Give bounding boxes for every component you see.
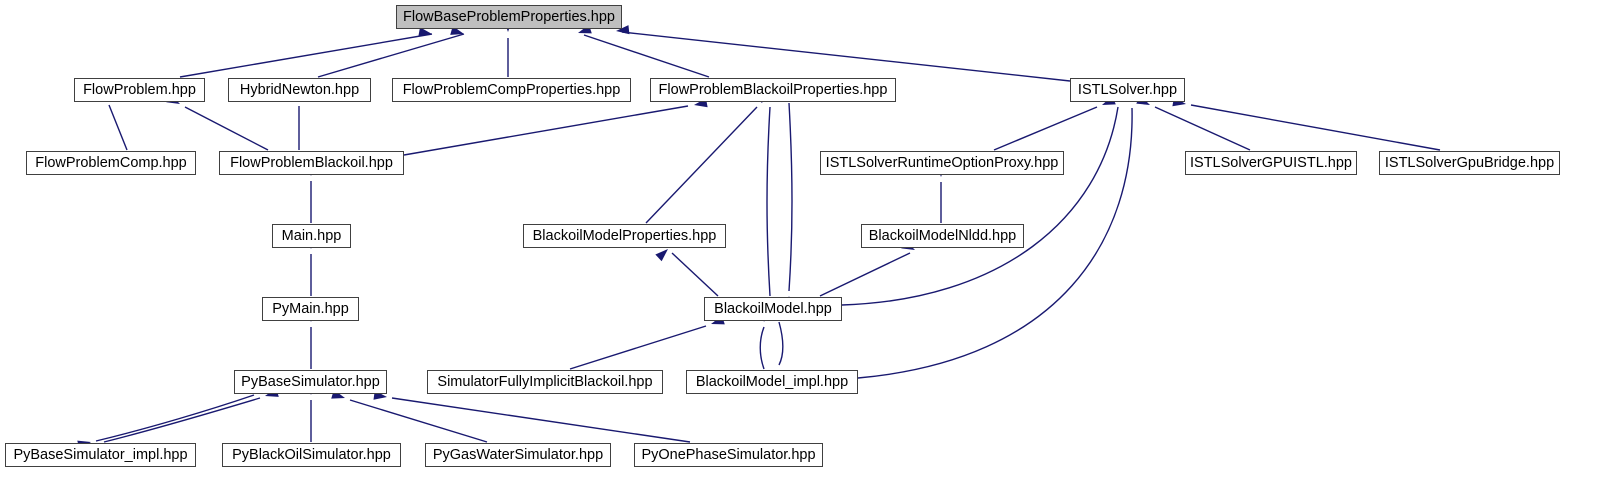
graph-edge-flowproblemblackoilproperties-to-flowbaseproblemproperties	[583, 34, 710, 78]
graph-node-pyblackoilsimulator[interactable]: PyBlackOilSimulator.hpp	[222, 443, 401, 467]
graph-node-label: FlowProblem.hpp	[83, 81, 196, 98]
graph-node-label: ISTLSolverGPUISTL.hpp	[1190, 154, 1352, 171]
graph-edge-pyonephasesimulator-to-pybasesimulator	[391, 397, 691, 443]
graph-arrowhead-flowproblem-to-flowbaseproblemproperties	[418, 27, 432, 37]
graph-edge-hybridnewton-to-flowbaseproblemproperties	[317, 33, 465, 78]
graph-node-istlsolvergpubridge[interactable]: ISTLSolverGpuBridge.hpp	[1379, 151, 1560, 175]
graph-edge-simulatorfullyimplicitblackoil-to-blackoilmodel	[569, 325, 707, 370]
graph-node-istlsolvergpuistl[interactable]: ISTLSolverGPUISTL.hpp	[1185, 151, 1357, 175]
graph-node-flowproblem[interactable]: FlowProblem.hpp	[74, 78, 205, 102]
graph-edge-blackoilmodel_impl-to-istlsolver	[857, 107, 1133, 379]
graph-edge-pybasesimulator-to-pybasesimulator_impl	[95, 394, 255, 442]
graph-node-label: Main.hpp	[281, 227, 342, 244]
graph-edge-blackoilmodel-to-blackoilmodelnldd	[819, 252, 911, 297]
graph-node-label: PyBaseSimulator_impl.hpp	[13, 446, 188, 463]
graph-node-pybasesimulator[interactable]: PyBaseSimulator.hpp	[234, 370, 387, 394]
graph-edge-flowproblem-to-flowbaseproblemproperties	[179, 33, 433, 78]
graph-node-label: FlowProblemComp.hpp	[35, 154, 187, 171]
graph-node-blackoilmodel_impl[interactable]: BlackoilModel_impl.hpp	[686, 370, 858, 394]
graph-edge-blackoilmodel-to-blackoilmodelproperties	[671, 252, 719, 297]
graph-node-flowproblemblackoil[interactable]: FlowProblemBlackoil.hpp	[219, 151, 404, 175]
graph-node-label: BlackoilModel.hpp	[714, 300, 832, 317]
graph-arrowhead-blackoilmodel-to-blackoilmodelproperties	[655, 249, 668, 262]
graph-edge-flowproblemblackoil-to-flowproblemblackoilproperties	[403, 105, 689, 156]
graph-node-blackoilmodelnldd[interactable]: BlackoilModelNldd.hpp	[861, 224, 1024, 248]
graph-edge-istlsolvergpubridge-to-istlsolver	[1190, 104, 1441, 151]
graph-edge-pybasesimulator_impl-to-pybasesimulator	[103, 397, 261, 443]
graph-edge-pygaswatersimulator-to-pybasesimulator	[349, 399, 488, 443]
graph-node-label: SimulatorFullyImplicitBlackoil.hpp	[437, 373, 653, 390]
graph-edge-flowproblemblackoilproperties-to-blackoilmodel	[788, 102, 793, 292]
graph-node-label: PyBlackOilSimulator.hpp	[232, 446, 391, 463]
graph-node-pygaswatersimulator[interactable]: PyGasWaterSimulator.hpp	[425, 443, 611, 467]
graph-node-label: BlackoilModel_impl.hpp	[695, 373, 849, 390]
graph-node-label: ISTLSolver.hpp	[1077, 81, 1178, 98]
graph-node-flowbaseproblemproperties[interactable]: FlowBaseProblemProperties.hpp	[396, 5, 622, 29]
graph-node-blackoilmodelproperties[interactable]: BlackoilModelProperties.hpp	[523, 224, 726, 248]
graph-node-simulatorfullyimplicitblackoil[interactable]: SimulatorFullyImplicitBlackoil.hpp	[427, 370, 663, 394]
graph-node-label: BlackoilModelProperties.hpp	[532, 227, 717, 244]
graph-node-blackoilmodel[interactable]: BlackoilModel.hpp	[704, 297, 842, 321]
graph-edge-flowproblemblackoil-to-flowproblem	[184, 106, 269, 151]
graph-edge-blackoilmodel-to-blackoilmodel_impl	[778, 321, 784, 366]
graph-edge-blackoilmodel-to-istlsolver	[841, 106, 1119, 306]
graph-node-label: FlowProblemBlackoil.hpp	[230, 154, 393, 171]
graph-node-label: PyBaseSimulator.hpp	[241, 373, 380, 390]
graph-node-flowproblemcompproperties[interactable]: FlowProblemCompProperties.hpp	[392, 78, 631, 102]
graph-edge-blackoilmodelproperties-to-flowproblemblackoilproperties	[645, 106, 758, 224]
graph-node-label: ISTLSolverRuntimeOptionProxy.hpp	[825, 154, 1059, 171]
graph-arrowhead-istlsolver-to-flowbaseproblemproperties	[616, 25, 630, 35]
graph-edge-blackoilmodel_impl-to-blackoilmodel	[759, 326, 765, 370]
graph-node-label: PyMain.hpp	[272, 300, 349, 317]
graph-node-label: HybridNewton.hpp	[239, 81, 360, 98]
graph-edge-istlsolverruntimeoptionproxy-to-istlsolver	[993, 106, 1098, 151]
graph-node-label: ISTLSolverGpuBridge.hpp	[1384, 154, 1555, 171]
graph-node-flowproblemblackoilproperties[interactable]: FlowProblemBlackoilProperties.hpp	[650, 78, 896, 102]
graph-node-pybasesimulator_impl[interactable]: PyBaseSimulator_impl.hpp	[5, 443, 196, 467]
graph-node-main[interactable]: Main.hpp	[272, 224, 351, 248]
graph-node-pymain[interactable]: PyMain.hpp	[262, 297, 359, 321]
graph-node-istlsolverruntimeoptionproxy[interactable]: ISTLSolverRuntimeOptionProxy.hpp	[820, 151, 1064, 175]
graph-edge-flowproblemcomp-to-flowproblem	[108, 104, 128, 151]
graph-node-label: PyOnePhaseSimulator.hpp	[641, 446, 816, 463]
graph-node-istlsolver[interactable]: ISTLSolver.hpp	[1070, 78, 1185, 102]
graph-node-hybridnewton[interactable]: HybridNewton.hpp	[228, 78, 371, 102]
graph-node-flowproblemcomp[interactable]: FlowProblemComp.hpp	[26, 151, 196, 175]
graph-edge-blackoilmodel-to-flowproblemblackoilproperties	[766, 106, 771, 297]
graph-node-pyonephasesimulator[interactable]: PyOnePhaseSimulator.hpp	[634, 443, 823, 467]
graph-node-label: FlowBaseProblemProperties.hpp	[403, 8, 615, 25]
graph-node-label: PyGasWaterSimulator.hpp	[432, 446, 604, 463]
graph-node-label: BlackoilModelNldd.hpp	[868, 227, 1017, 244]
graph-edge-istlsolvergpuistl-to-istlsolver	[1154, 106, 1251, 151]
graph-node-label: FlowProblemBlackoilProperties.hpp	[658, 81, 888, 98]
graph-edge-istlsolver-to-flowbaseproblemproperties	[621, 31, 1071, 82]
graph-node-label: FlowProblemCompProperties.hpp	[402, 81, 621, 98]
